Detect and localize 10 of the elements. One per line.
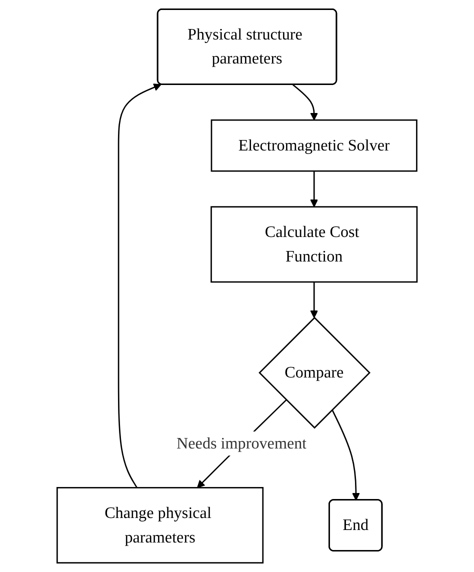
arrow [310, 282, 318, 318]
node-box: Electromagnetic Solver [210, 119, 418, 172]
node-diamond: Compare [258, 316, 370, 429]
node-box: Change physical parameters [56, 487, 264, 564]
edge-label: Needs improvement [176, 434, 307, 452]
node-box: Calculate Cost Function [210, 206, 418, 283]
arrow [331, 409, 360, 501]
arrow [310, 171, 318, 208]
arrow [118, 84, 162, 488]
arrow [292, 84, 318, 120]
